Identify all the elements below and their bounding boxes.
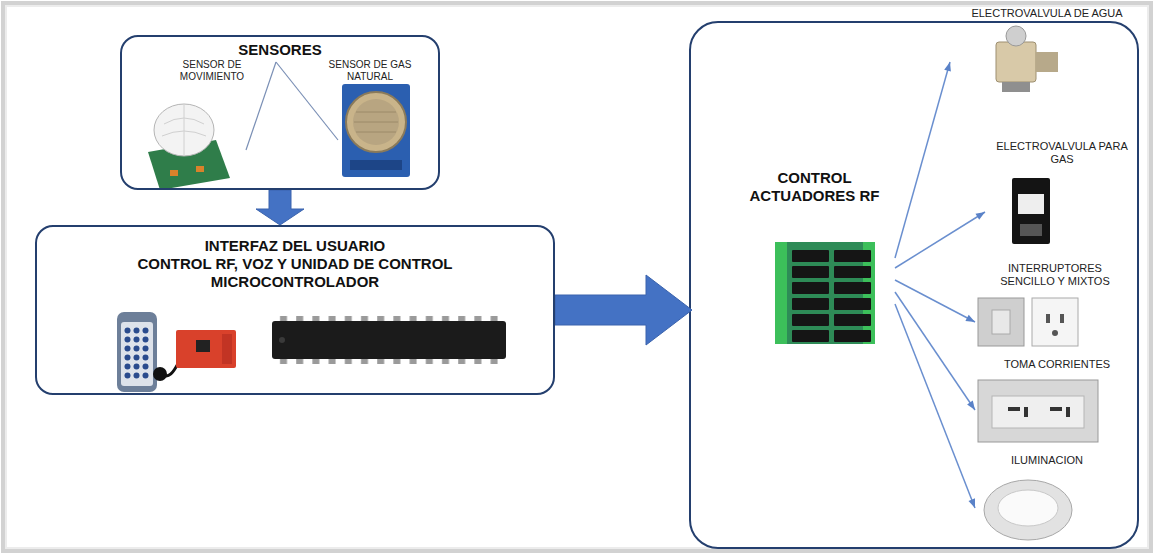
node-title: SENSORES — [130, 41, 430, 59]
arrow-line — [895, 212, 985, 268]
node-title: CONTROL ACTUADORES RF — [742, 169, 887, 205]
sensor-label: SENSOR DE GAS NATURAL — [318, 59, 422, 83]
page-frame — [3, 3, 1151, 551]
microcontroller-chip — [272, 316, 506, 364]
actuator-item: TOMA CORRIENTES — [975, 356, 1139, 444]
arrow-line — [895, 62, 951, 258]
actuator-item: ELECTROVALVULA DE AGUA — [950, 5, 1144, 100]
motion-sensor — [148, 104, 230, 190]
light-fixture — [984, 480, 1072, 540]
node-title: INTERRUPTORES SENCILLO Y MIXTOS — [985, 262, 1125, 288]
actuator-control: CONTROL ACTUADORES RF — [692, 165, 895, 350]
actuator-item: ILUMINACION — [975, 452, 1119, 544]
leader-line — [276, 62, 338, 140]
interface-box: INTERFAZ DEL USUARIOCONTROL RF, VOZ Y UN… — [35, 225, 555, 395]
page-frame-inner — [6, 6, 1148, 548]
switches — [978, 298, 1078, 346]
sensor-label: SENSOR DE MOVIMIENTO — [162, 59, 262, 83]
node-body: CONTROL RF, VOZ Y UNIDAD DE CONTROL MICR… — [95, 255, 495, 291]
arrow-line — [895, 304, 975, 508]
actuator-item: ELECTROVALVULA PARA GAS — [985, 138, 1139, 248]
rf-remote — [117, 312, 157, 392]
voice-module — [153, 330, 236, 381]
node-title: TOMA CORRIENTES — [975, 358, 1139, 371]
power-outlet — [978, 380, 1098, 442]
sensors-box: SENSORESSENSOR DE MOVIMIENTO SENSOR DE GA… — [120, 35, 440, 190]
water-valve — [996, 26, 1058, 92]
leader-line — [246, 62, 276, 150]
gas-sensor — [342, 84, 410, 177]
arrow-line — [895, 292, 975, 410]
relay-board — [775, 242, 875, 344]
arrow-line — [895, 280, 975, 322]
block-arrow — [256, 190, 304, 225]
node-title: ELECTROVALVULA DE AGUA — [950, 7, 1144, 20]
gas-valve — [1012, 178, 1050, 244]
actuators-panel — [690, 22, 1138, 548]
node-title: ILUMINACION — [975, 454, 1119, 467]
block-arrow — [555, 275, 692, 345]
node-title: ELECTROVALVULA PARA GAS — [987, 140, 1137, 166]
node-title: INTERFAZ DEL USUARIO — [45, 237, 545, 255]
actuator-item: INTERRUPTORES SENCILLO Y MIXTOS — [975, 260, 1135, 350]
